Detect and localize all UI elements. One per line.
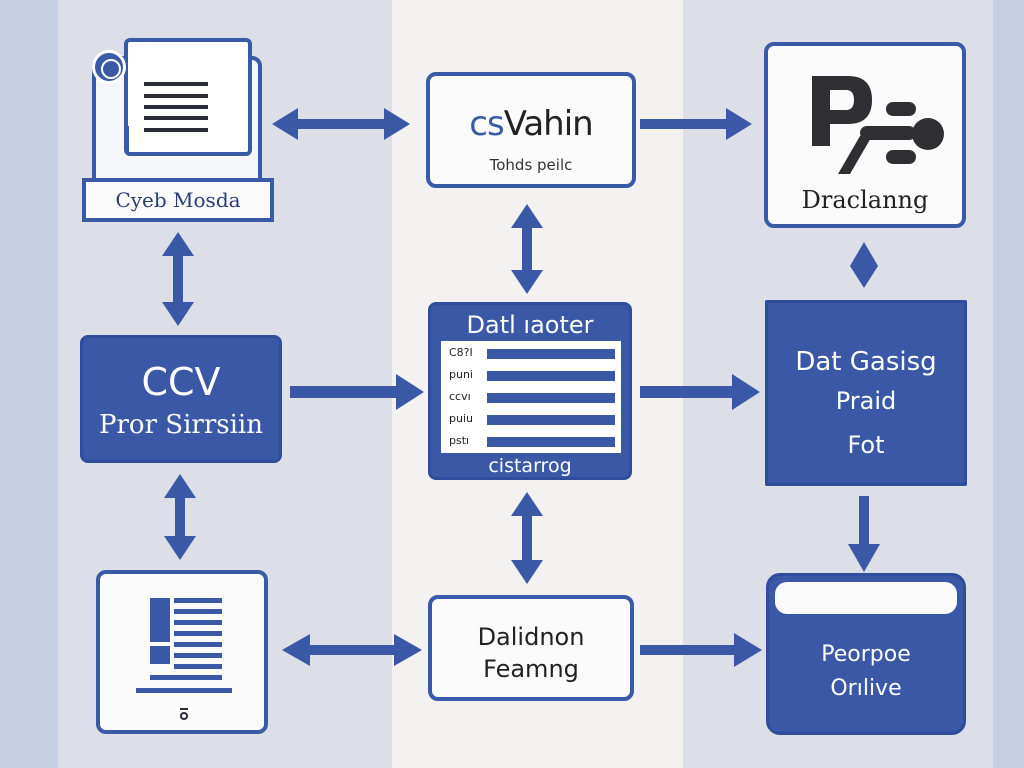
arrow-table-feature bbox=[282, 634, 422, 666]
node-title: csVahin bbox=[430, 104, 632, 144]
node-line-1: Dalidnon bbox=[477, 623, 585, 651]
row-bar bbox=[487, 349, 615, 359]
text-line bbox=[144, 105, 208, 109]
node-line-2: Orılive bbox=[830, 676, 902, 701]
node-title: Datl ıaoter bbox=[466, 311, 594, 339]
node-line-3: Fot bbox=[847, 431, 885, 459]
binder-icon bbox=[126, 126, 129, 154]
node-subtitle: Tohds peilc bbox=[489, 156, 573, 174]
node-footer: cistarrog bbox=[488, 455, 572, 477]
node-line-2: Praid bbox=[835, 387, 897, 415]
node-document-source[interactable]: Cyeb Mosda bbox=[82, 38, 274, 224]
arrow-ccv-table bbox=[164, 474, 196, 560]
arrow-processing-output bbox=[848, 496, 880, 572]
background-band-left-edge bbox=[0, 0, 58, 768]
node-subtitle: Pror Sirrsiin bbox=[99, 410, 263, 440]
row-label: puni bbox=[449, 368, 473, 381]
node-output[interactable]: Peorpoe Orılive bbox=[766, 573, 966, 735]
data-row: C8?I bbox=[441, 343, 621, 365]
text-line bbox=[144, 82, 208, 86]
row-bar bbox=[487, 415, 615, 425]
arrow-dataloader-processing bbox=[640, 374, 760, 410]
text-line bbox=[144, 116, 208, 120]
title-rest: Vahin bbox=[503, 104, 594, 144]
row-bar bbox=[487, 393, 615, 403]
data-row: ccvı bbox=[441, 387, 621, 409]
node-feature-engineering[interactable]: Dalidnon Feamng bbox=[428, 595, 634, 701]
node-python[interactable]: Draclanng bbox=[764, 42, 966, 228]
row-label: ccvı bbox=[449, 390, 471, 403]
python-logo-icon bbox=[812, 76, 944, 174]
arrow-dataloader-feature bbox=[511, 492, 543, 584]
clock-badge-icon bbox=[92, 50, 126, 84]
arrow-csv-dataloader bbox=[511, 204, 543, 294]
data-row: puiu bbox=[441, 409, 621, 431]
row-label: pstı bbox=[449, 434, 470, 447]
diamond-py-processing bbox=[850, 242, 878, 288]
node-data-processing[interactable]: Dat Gasisg Praid Fot bbox=[765, 300, 967, 486]
arrow-feature-output bbox=[640, 633, 762, 667]
node-title: CCV bbox=[141, 360, 221, 404]
title-accent: cs bbox=[469, 104, 504, 144]
node-label: Draclanng bbox=[801, 186, 929, 214]
node-table-document[interactable] bbox=[96, 570, 268, 734]
data-row: pstı bbox=[441, 431, 621, 453]
arrow-doc-csv bbox=[272, 108, 410, 140]
arrow-ccv-dataloader bbox=[290, 374, 424, 410]
node-ccv[interactable]: CCV Pror Sirrsiin bbox=[80, 335, 282, 463]
node-line-1: Dat Gasisg bbox=[795, 347, 937, 377]
node-data-loader[interactable]: Datl ıaoter C8?I puni ccvı puiu pstı cis… bbox=[428, 302, 632, 480]
node-label: Cyeb Mosda bbox=[82, 178, 274, 222]
arrow-doc-ccv bbox=[162, 232, 194, 326]
node-line-2: Feamng bbox=[483, 655, 579, 683]
node-line-1: Peorpoe bbox=[821, 642, 911, 667]
row-bar bbox=[487, 371, 615, 381]
row-label: C8?I bbox=[449, 346, 473, 359]
arrow-csv-py bbox=[640, 108, 752, 140]
node-csv[interactable]: csVahin Tohds peilc bbox=[426, 72, 636, 188]
output-header-bar bbox=[775, 582, 957, 614]
row-bar bbox=[487, 437, 615, 447]
data-rows-panel: C8?I puni ccvı puiu pstı bbox=[441, 341, 621, 453]
text-line bbox=[144, 94, 208, 98]
row-label: puiu bbox=[449, 412, 473, 425]
text-line bbox=[144, 128, 208, 132]
data-row: puni bbox=[441, 365, 621, 387]
background-band-right-edge bbox=[993, 0, 1024, 768]
